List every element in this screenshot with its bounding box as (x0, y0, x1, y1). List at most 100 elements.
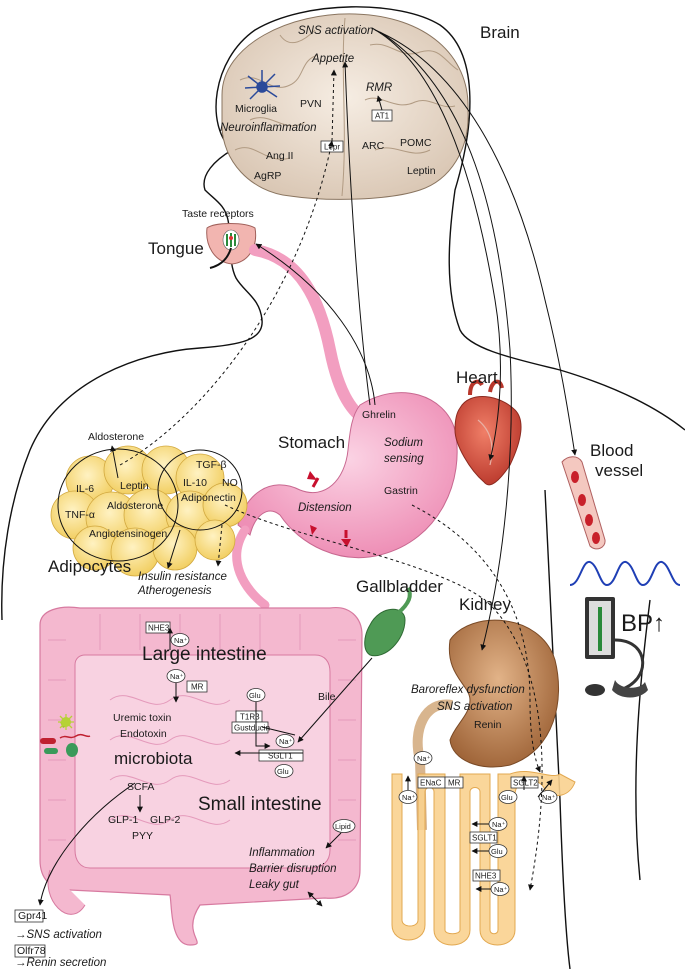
duodenum (232, 525, 270, 610)
tongue-title: Tongue (148, 239, 204, 258)
bacteria-icon (40, 714, 91, 757)
no-label: NO (222, 477, 238, 489)
na-oval-intestine-2: Na⁺ (170, 672, 184, 681)
aldosterone-top: Aldosterone (88, 431, 144, 443)
rmr-label: RMR (366, 82, 392, 94)
blood-vessel (561, 456, 606, 550)
na-oval-kidney-1: Na⁺ (417, 754, 431, 763)
gastrin-label: Gastrin (384, 485, 418, 497)
t1r3-box: T1R3 (240, 713, 260, 722)
microglia-label: Microglia (235, 103, 277, 115)
il6-label: IL-6 (76, 483, 94, 495)
tgfb-label: TGF-β (196, 459, 227, 471)
intestine-transport-arrows (167, 627, 303, 756)
gallbladder (364, 587, 412, 657)
glu-oval-intestine-1: Glu (249, 691, 261, 700)
na-oval-intestine-3: Na⁺ (279, 737, 293, 746)
adipo-to-insulin-arrow (166, 529, 181, 569)
olfr78-box: Olfr78 (17, 945, 46, 957)
gpr41-sns-activation: →SNS activation (15, 929, 102, 941)
sglt2-box: SGLT2 (513, 779, 538, 788)
nephron-transport-arrows (405, 775, 553, 892)
lipid-oval: Lipid (335, 822, 351, 831)
arc-label: ARC (362, 140, 385, 152)
adiponectin-label: Adiponectin (181, 492, 236, 504)
na-oval-kidney-3: Na⁺ (542, 793, 556, 802)
appetite-label: Appetite (311, 53, 354, 65)
na-oval-kidney-4: Na⁺ (492, 820, 506, 829)
mr-box-intestine: MR (191, 683, 204, 692)
stomach (237, 392, 458, 559)
na-oval-kidney-2: Na⁺ (402, 793, 416, 802)
gustducin-box: Gustducin (234, 724, 270, 733)
adipo-dashed-insulin (215, 524, 223, 567)
sns-activation-kidney: SNS activation (437, 701, 512, 713)
il10-label: IL-10 (183, 477, 207, 489)
stomach-title: Stomach (278, 433, 345, 452)
esophagus (249, 244, 371, 426)
glp2-label: GLP-2 (150, 814, 181, 826)
pomc-label: POMC (400, 137, 432, 149)
scfa-label: SCFA (127, 781, 154, 793)
adipocytes (50, 445, 248, 577)
aldosterone-adipo: Aldosterone (107, 500, 163, 512)
heart-title: Heart (456, 368, 498, 387)
nhe3-box-intestine: NHE3 (148, 624, 170, 633)
neuroinflammation-label: Neuroinflammation (220, 122, 317, 134)
at1-box: AT1 (375, 112, 390, 121)
blood-vessel-line1: Blood (590, 441, 633, 460)
brain (221, 13, 469, 200)
glp1-label: GLP-1 (108, 814, 139, 826)
sphygmomanometer-icon (585, 597, 648, 698)
blood-vessel-line2: vessel (595, 461, 643, 480)
na-oval-kidney-5: Na⁺ (494, 885, 508, 894)
sglt1-box-kidney: SGLT1 (472, 834, 497, 843)
sodium-sensing-2: sensing (384, 453, 424, 465)
kidney-title: Kidney (459, 595, 511, 614)
at1-to-rmr-arrow (376, 95, 383, 111)
tnfa-label: TNF-α (65, 509, 95, 521)
lipid-arrow (325, 832, 342, 849)
glu-oval-intestine-2: Glu (277, 767, 289, 776)
small-intestine-title: Small intestine (198, 794, 322, 815)
distension-arrows (307, 471, 351, 547)
pvn-label: PVN (300, 98, 322, 110)
signal-pathways (37, 27, 578, 906)
lepr-box: Lepr (324, 143, 340, 152)
distension-label: Distension (298, 502, 352, 514)
agrp-label: AgRP (254, 170, 281, 182)
inflammation-label: Inflammation (249, 847, 315, 859)
bile-label: Bile (318, 691, 336, 703)
intestine (39, 606, 363, 946)
leptin-brain-label: Leptin (407, 165, 436, 177)
barrier-disruption-label: Barrier disruption (249, 863, 337, 875)
microglia-icon (244, 70, 281, 100)
uremic-toxin-label: Uremic toxin (113, 712, 172, 724)
adipocytes-title: Adipocytes (48, 557, 131, 576)
sns-activation-brain: SNS activation (298, 25, 373, 37)
nhe3-box-kidney: NHE3 (475, 872, 497, 881)
taste-receptors-label: Taste receptors (182, 208, 254, 220)
brain-title: Brain (480, 23, 520, 42)
olfr78-renin-secretion: →Renin secretion (15, 957, 106, 969)
renin-kidney: Renin (474, 719, 502, 731)
angii-label: Ang II (266, 150, 293, 162)
tongue (206, 223, 257, 269)
angiotensinogen-label: Angiotensinogen (89, 528, 167, 540)
bp-waveform (569, 561, 681, 587)
leaky-gut-arrows (307, 891, 323, 907)
atherogenesis-label: Atherogenesis (137, 585, 212, 597)
adipocyte-circle-left (57, 448, 179, 562)
mr-box-kidney: MR (448, 779, 461, 788)
microbiota-label: microbiota (114, 749, 193, 768)
glu-oval-kidney-1: Glu (501, 793, 513, 802)
bile-arrow (297, 657, 373, 743)
sodium-sensing-1: Sodium (384, 437, 423, 449)
endotoxin-label: Endotoxin (120, 728, 167, 740)
glu-oval-kidney-2: Glu (491, 847, 503, 856)
gallbladder-title: Gallbladder (356, 577, 443, 596)
gpr41-box: Gpr41 (18, 910, 47, 922)
adipocyte-circle-right (157, 449, 243, 531)
baroreflex-label: Baroreflex dysfunction (411, 684, 525, 696)
